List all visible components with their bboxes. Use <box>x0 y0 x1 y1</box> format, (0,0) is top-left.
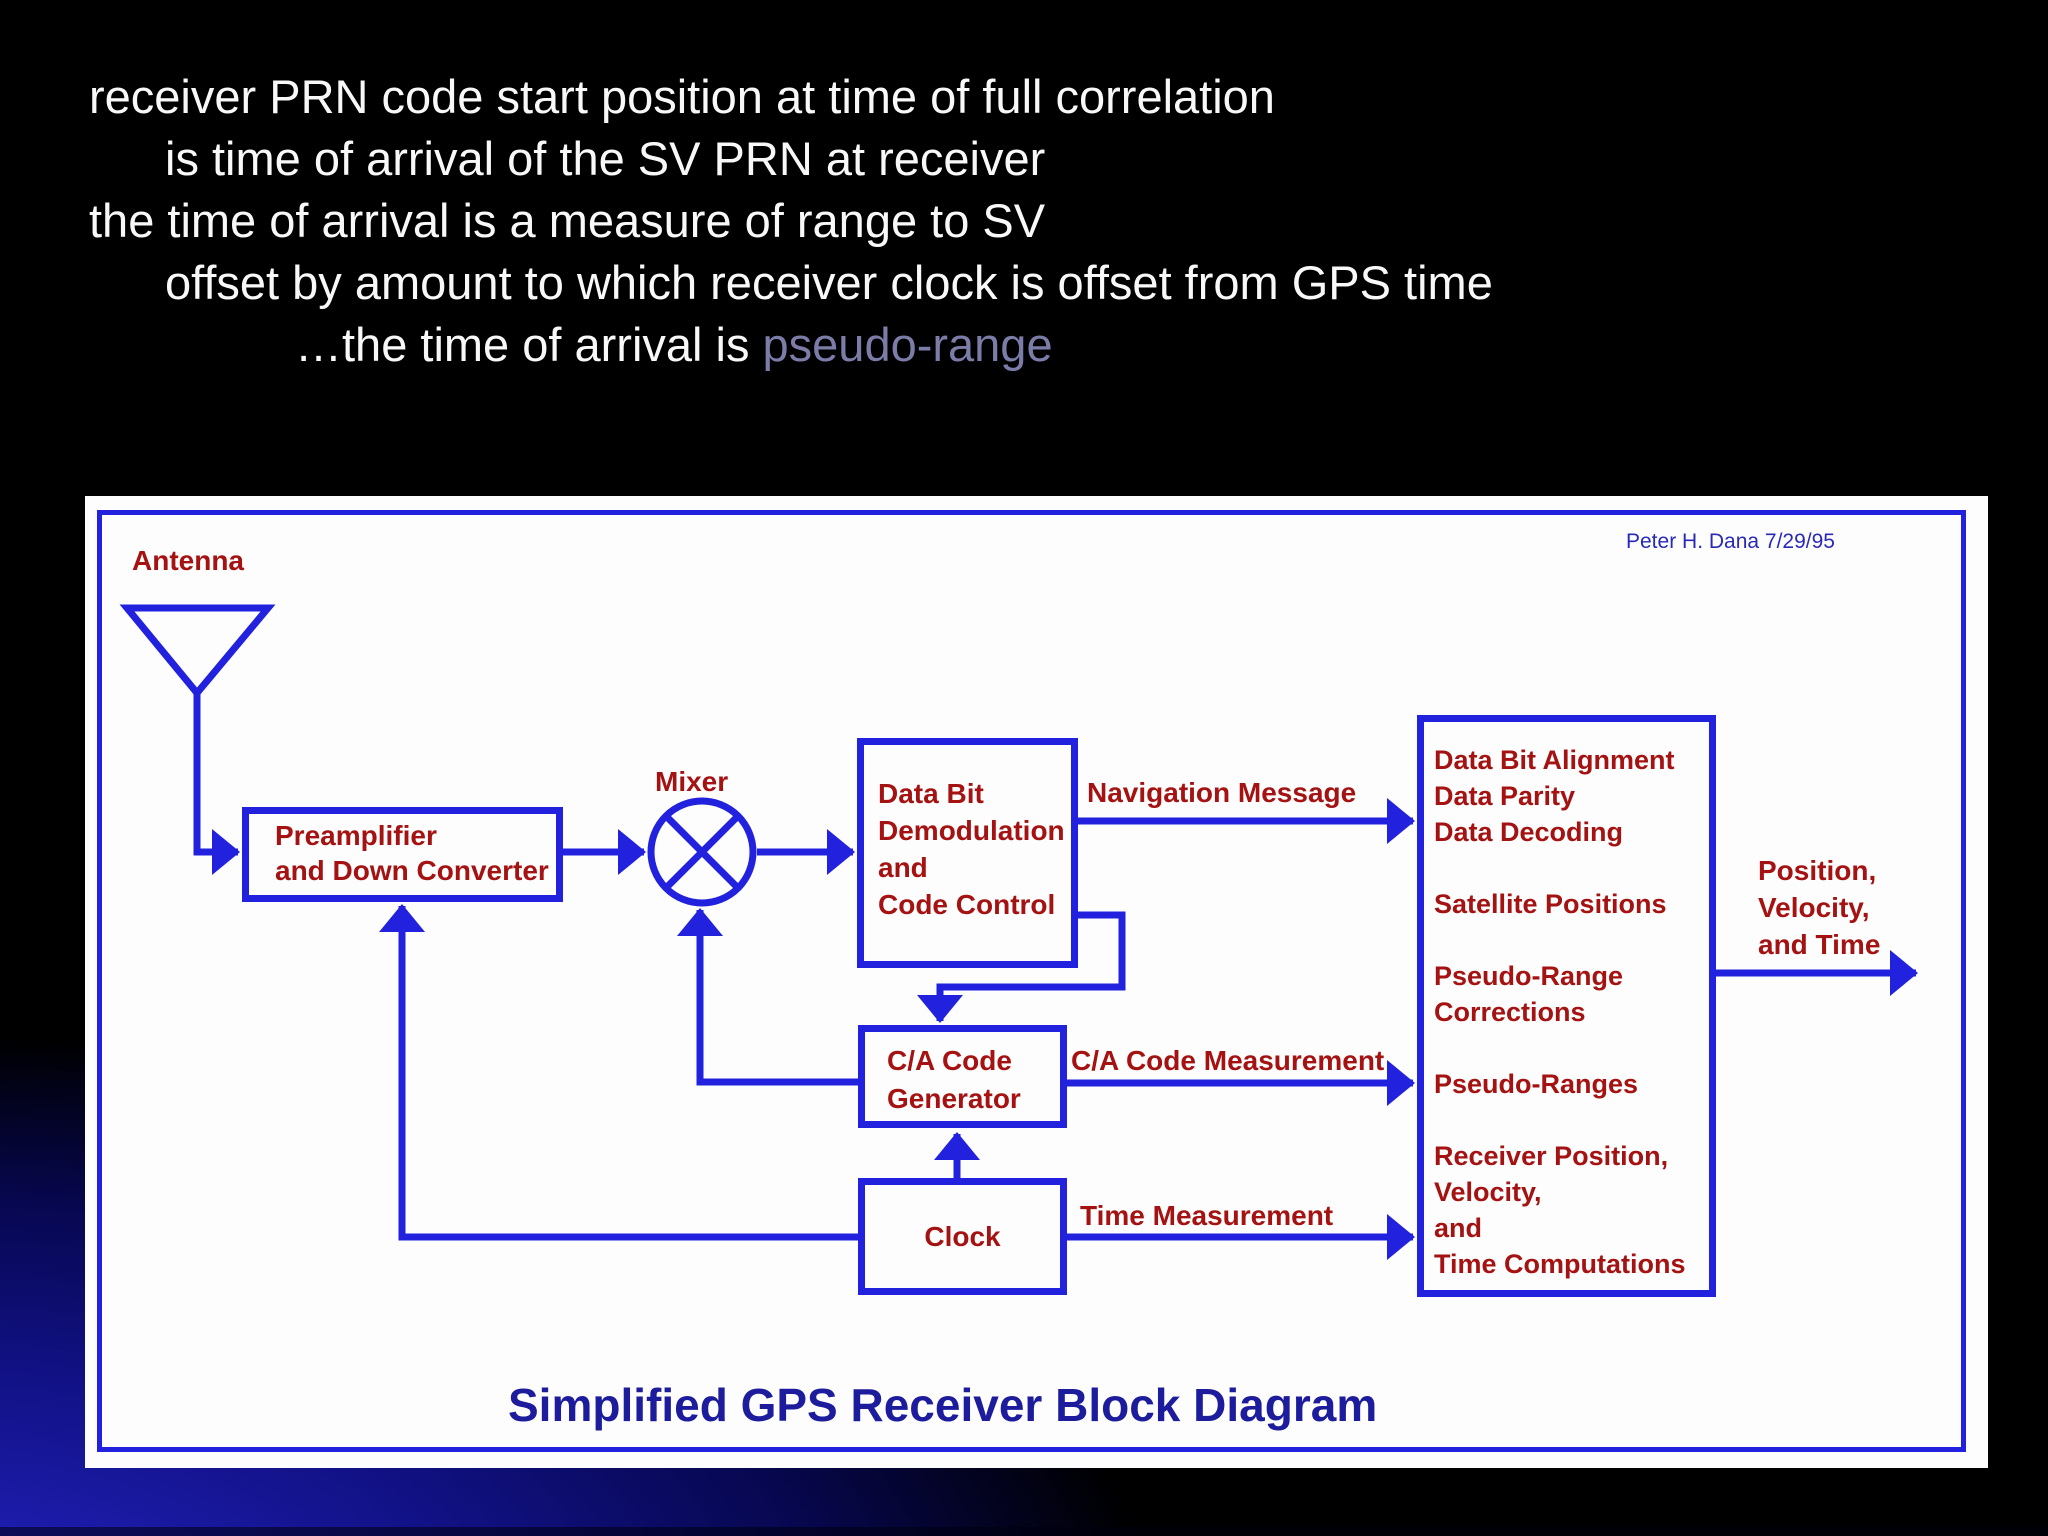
bullet-line-2: is time of arrival of the SV PRN at rece… <box>165 132 1046 185</box>
bullet-line-3: the time of arrival is a measure of rang… <box>89 194 1046 247</box>
diagram-caption: Simplified GPS Receiver Block Diagram <box>508 1379 1378 1431</box>
processing-box: Data Bit Alignment Data Parity Data Deco… <box>1417 715 1716 1297</box>
preamplifier-box: Preamplifier and Down Converter <box>242 807 563 902</box>
bullet-line-1: receiver PRN code start position at time… <box>89 70 1275 123</box>
mixer-label: Mixer <box>655 766 729 797</box>
pseudo-range-highlight: pseudo-range <box>762 318 1053 371</box>
bullet-line-5-prefix: …the time of arrival is <box>295 318 763 371</box>
clock-box: Clock <box>858 1178 1067 1295</box>
author-credit: Peter H. Dana 7/29/95 <box>1626 530 1835 553</box>
data-bit-demodulation-box: Data Bit Demodulation and Code Control <box>857 738 1078 968</box>
output-label: Position, Velocity, and Time <box>1758 855 1881 960</box>
bullet-line-4: offset by amount to which receiver clock… <box>165 256 1493 309</box>
ca-code-measurement-label: C/A Code Measurement <box>1071 1045 1385 1076</box>
bullet-line-5: …the time of arrival is pseudo-range <box>89 314 1493 376</box>
ca-code-generator-box: C/A Code Generator <box>858 1025 1067 1128</box>
navigation-message-label: Navigation Message <box>1087 777 1357 808</box>
clock-box-label: Clock <box>924 1220 1001 1252</box>
bullet-text-block: receiver PRN code start position at time… <box>89 66 1493 376</box>
antenna-label: Antenna <box>132 545 244 576</box>
diagram-panel-border <box>97 510 1966 1452</box>
bottom-edge-shadow <box>0 1527 2048 1536</box>
time-measurement-label: Time Measurement <box>1080 1200 1334 1231</box>
